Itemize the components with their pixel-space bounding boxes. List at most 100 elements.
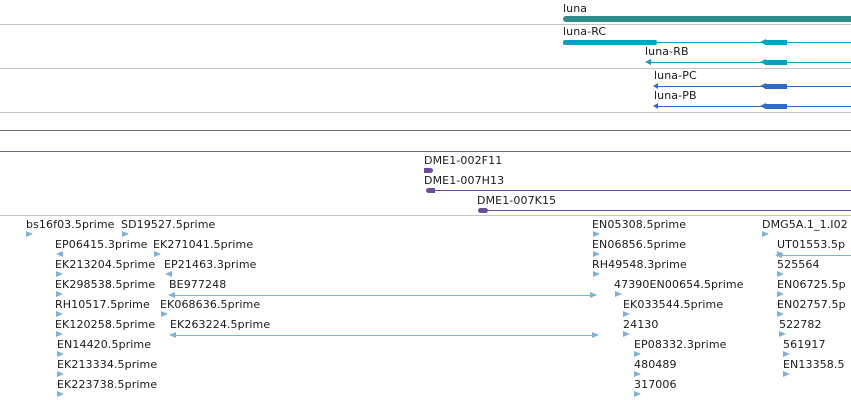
est-arrow-icon[interactable] — [592, 332, 599, 338]
protein-exon-luna-pb[interactable] — [765, 104, 787, 109]
est-arrow-icon[interactable] — [783, 351, 790, 357]
est-label[interactable]: EN13358.5 — [783, 358, 845, 371]
track-separator — [0, 151, 851, 152]
track-separator — [0, 112, 851, 113]
track-separator — [0, 24, 851, 25]
gene-label-luna[interactable]: luna — [563, 2, 588, 15]
est-label[interactable]: BE977248 — [169, 278, 227, 291]
est-span-line[interactable] — [173, 335, 597, 336]
est-arrow-icon[interactable] — [56, 271, 63, 277]
est-arrow-icon[interactable] — [634, 391, 641, 397]
est-arrow-icon[interactable] — [26, 231, 33, 237]
est-arrow-icon[interactable] — [783, 371, 790, 377]
protein-line-luna-pb[interactable] — [656, 106, 851, 107]
est-label[interactable]: EK213204.5prime — [55, 258, 156, 271]
est-label[interactable]: 47390EN00654.5prime — [614, 278, 744, 291]
est-arrow-icon[interactable] — [56, 291, 63, 297]
est-arrow-icon[interactable] — [161, 311, 168, 317]
est-label[interactable]: 24130 — [623, 318, 659, 331]
est-label[interactable]: EK213334.5prime — [57, 358, 158, 371]
est-label[interactable]: 561917 — [783, 338, 826, 351]
protein-label-luna-pb[interactable]: luna-PB — [654, 89, 697, 102]
est-arrow-icon[interactable] — [777, 311, 784, 317]
est-arrow-icon[interactable] — [777, 291, 784, 297]
transcript-exon-luna-rc[interactable] — [563, 40, 657, 45]
est-arrow-icon[interactable] — [168, 292, 175, 298]
transcript-exon-luna-rc-2[interactable] — [765, 40, 787, 45]
est-label[interactable]: EK298538.5prime — [55, 278, 156, 291]
strand-arrow-icon — [653, 103, 658, 109]
est-arrow-icon[interactable] — [165, 271, 172, 277]
strand-arrow-icon — [653, 83, 658, 89]
est-arrow-icon[interactable] — [593, 271, 600, 277]
est-arrow-icon[interactable] — [57, 391, 64, 397]
est-label[interactable]: 480489 — [634, 358, 677, 371]
est-label[interactable]: bs16f03.5prime — [26, 218, 115, 231]
est-label[interactable]: DMG5A.1_1.I02 — [762, 218, 848, 231]
protein-exon-luna-pc[interactable] — [765, 84, 787, 89]
est-label[interactable]: SD19527.5prime — [121, 218, 216, 231]
est-arrow-icon[interactable] — [779, 331, 786, 337]
est-label[interactable]: RH49548.3prime — [592, 258, 687, 271]
est-arrow-icon[interactable] — [57, 351, 64, 357]
est-label[interactable]: RH10517.5prime — [55, 298, 150, 311]
est-label[interactable]: EK068636.5prime — [160, 298, 261, 311]
est-label[interactable]: 522782 — [779, 318, 822, 331]
est-label[interactable]: EN14420.5prime — [57, 338, 152, 351]
transcript-exon-luna-rb[interactable] — [765, 60, 787, 65]
est-arrow-icon[interactable] — [593, 231, 600, 237]
est-label[interactable]: UT01553.5p — [777, 238, 846, 251]
est-label[interactable]: EN02757.5p — [777, 298, 846, 311]
est-label[interactable]: EP21463.3prime — [164, 258, 257, 271]
est-arrow-icon[interactable] — [122, 231, 129, 237]
est-arrow-icon[interactable] — [56, 251, 63, 257]
est-label[interactable]: EK271041.5prime — [153, 238, 254, 251]
est-arrow-icon[interactable] — [777, 271, 784, 277]
est-label[interactable]: EP08332.3prime — [634, 338, 727, 351]
clone-label[interactable]: DME1-002F11 — [424, 154, 503, 167]
transcript-intron-luna-rb[interactable] — [647, 62, 851, 63]
est-arrow-icon[interactable] — [56, 331, 63, 337]
est-label[interactable]: EN06856.5prime — [592, 238, 687, 251]
protein-line-luna-pc[interactable] — [656, 86, 851, 87]
track-separator — [0, 215, 851, 216]
est-span-line[interactable] — [780, 255, 851, 256]
strand-arrow-icon — [760, 59, 766, 65]
transcript-intron-luna-rc[interactable] — [657, 42, 851, 43]
est-arrow-icon[interactable] — [775, 252, 782, 258]
clone-span-line[interactable] — [488, 210, 851, 211]
transcript-label-luna-rc[interactable]: luna-RC — [563, 25, 607, 38]
est-label[interactable]: 317006 — [634, 378, 677, 391]
clone-label[interactable]: DME1-007K15 — [477, 194, 557, 207]
clone-feature[interactable] — [478, 208, 488, 213]
est-label[interactable]: EK223738.5prime — [57, 378, 158, 391]
clone-label[interactable]: DME1-007H13 — [424, 174, 505, 187]
est-arrow-icon[interactable] — [762, 231, 769, 237]
gene-feature-luna[interactable] — [563, 16, 851, 22]
est-label[interactable]: EK033544.5prime — [623, 298, 724, 311]
est-arrow-icon[interactable] — [593, 251, 600, 257]
strand-arrow-icon — [760, 39, 766, 45]
est-label[interactable]: EP06415.3prime — [55, 238, 148, 251]
est-arrow-icon[interactable] — [154, 251, 161, 257]
est-arrow-icon[interactable] — [56, 311, 63, 317]
est-arrow-icon[interactable] — [623, 331, 630, 337]
est-label[interactable]: 525564 — [777, 258, 820, 271]
est-label[interactable]: EN06725.5p — [777, 278, 846, 291]
est-label[interactable]: EK263224.5prime — [170, 318, 271, 331]
clone-span-line[interactable] — [435, 190, 851, 191]
est-arrow-icon[interactable] — [57, 371, 64, 377]
est-label[interactable]: EK120258.5prime — [55, 318, 156, 331]
est-span-line[interactable] — [172, 295, 596, 296]
est-arrow-icon[interactable] — [615, 291, 622, 297]
clone-feature[interactable] — [426, 188, 435, 193]
est-arrow-icon[interactable] — [169, 332, 176, 338]
est-label[interactable]: EN05308.5prime — [592, 218, 687, 231]
clone-feature[interactable] — [424, 168, 433, 173]
est-arrow-icon[interactable] — [634, 371, 641, 377]
est-arrow-icon[interactable] — [634, 351, 641, 357]
est-arrow-icon[interactable] — [623, 311, 630, 317]
est-arrow-icon[interactable] — [590, 292, 597, 298]
protein-label-luna-pc[interactable]: luna-PC — [654, 69, 697, 82]
transcript-label-luna-rb[interactable]: luna-RB — [645, 45, 689, 58]
